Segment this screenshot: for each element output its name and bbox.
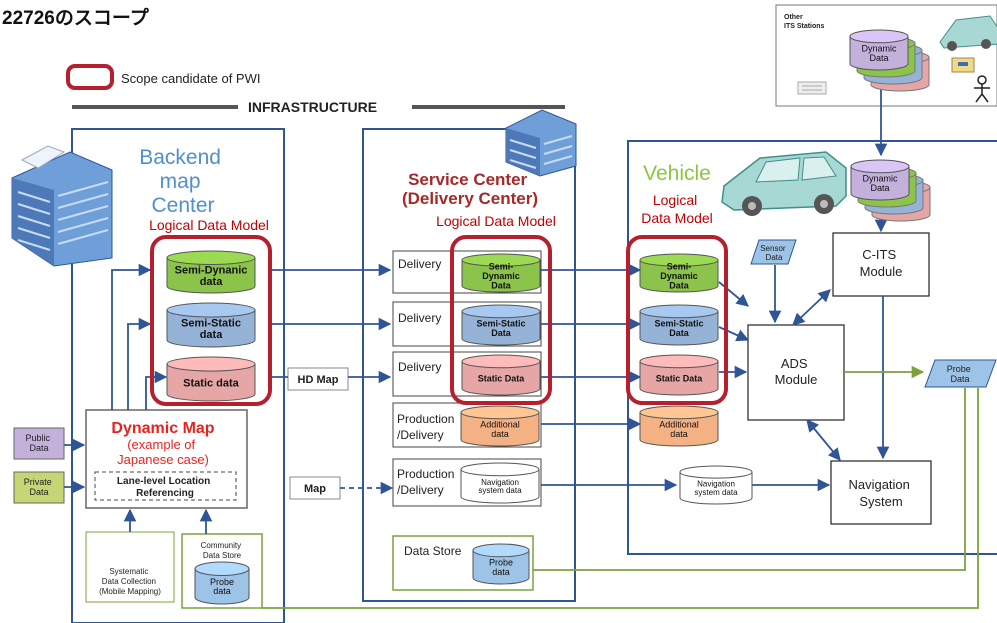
probe-data-out-shape [924,359,997,388]
service-static-cylinder: Static Data [461,354,541,396]
vehicle-ldm-label: Logical Data Model [641,192,713,226]
c-its-module-box [832,232,930,297]
navigation-system-box [830,460,932,525]
service-delivery-label-3: Delivery [398,360,441,374]
dynamic-map-title: Dynamic Map [111,420,214,437]
service-ldm-label: Logical Data Model [436,213,556,229]
vehicle-car-illustration [721,151,847,216]
service-delivery-label-2: Delivery [398,311,441,325]
lane-level-label: Lane-level Location Referencing [117,476,213,499]
lane-level-box [94,471,237,501]
scope-outline-service [450,235,552,405]
dynamic-map-subtitle: (example of Japanese case) [117,437,209,467]
service-production-label-2: Production /Delivery [397,467,458,497]
c-its-module-label: C-ITS Module [860,247,903,279]
vehicle-static-cylinder-label: Static Data [656,373,704,383]
service-static-cylinder-label: Static Data [478,373,526,383]
its-label: Other ITS Stations [784,14,825,30]
scope-legend-swatch [66,64,114,90]
scope-legend-label: Scope candidate of PWI [121,71,260,86]
private-data-shape [13,471,65,504]
probe-return-lines [262,365,979,609]
backend-ldm-label: Logical Data Model [149,217,269,233]
service-title: Service Center (Delivery Center) [402,170,538,208]
probe-data-out-label: Probe Data [947,364,974,384]
its-car-illustration [939,15,997,51]
vehicle-title: Vehicle [643,162,711,185]
infrastructure-label: INFRASTRUCTURE [248,99,377,115]
backend-static-cylinder: Static data [166,356,256,402]
ads-module-label: ADS Module [775,356,818,387]
service-frame [362,128,576,602]
backend-frame [71,128,285,623]
service-building-illustration [505,109,577,177]
scope-outline-vehicle [626,235,728,405]
public-data-label: Public Data [25,433,52,453]
its-roadside-unit-icon [797,81,827,95]
service-delivery-label-1: Delivery [398,257,441,271]
service-production-label-1: Production /Delivery [397,412,458,442]
hd-map-label: HD Map [298,374,339,386]
backend-building-illustration [11,145,113,267]
sensor-data-shape [750,239,797,265]
scope-outline-backend [150,235,272,406]
map-label: Map [304,483,326,495]
backend-static-cylinder-label: Static data [183,377,240,389]
public-data-shape [13,427,65,460]
community-label: Community Data Store [201,541,244,560]
navigation-system-label: Navigation System [848,477,913,509]
its-pedestrian-icon [974,75,990,103]
backend-title: Backend map Center [139,146,227,217]
vehicle-static-cylinder: Static Data [639,354,719,396]
page-title: 22726のスコープ [2,6,150,29]
systematic-box [85,531,175,603]
private-data-label: Private Data [24,477,55,497]
systematic-label: Systematic Data Collection (Mobile Mappi… [99,567,161,596]
service-data-store-label: Data Store [404,544,462,558]
sensor-data-label: Sensor Data [760,244,788,262]
its-sign-icon [951,57,975,73]
hd-map-box [287,367,349,391]
